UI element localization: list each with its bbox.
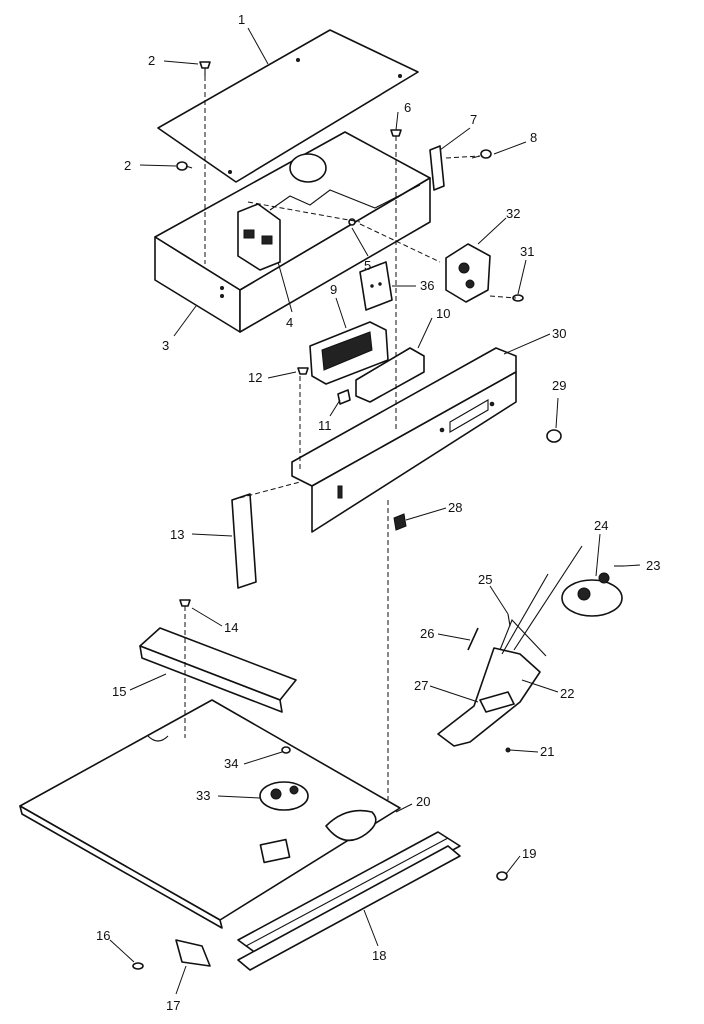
callout-33: 33: [196, 788, 210, 803]
part-29-knob: [546, 429, 562, 443]
callouts: 1 2 2 3 4 5 6 7 8 9 36 10 11 12 13 14 15…: [96, 12, 660, 1013]
callout-32: 32: [506, 206, 520, 221]
callout-11: 11: [318, 418, 332, 433]
callout-1: 1: [238, 12, 245, 27]
part-34-screw: [281, 746, 291, 754]
part-33-motor: [259, 781, 309, 811]
callout-21: 21: [540, 744, 554, 759]
leader-lines: [109, 27, 641, 995]
callout-2-side: 2: [124, 158, 131, 173]
part-20-bottom-panel: [19, 699, 401, 929]
callout-36: 36: [420, 278, 434, 293]
part-27-latch-arm: [479, 691, 515, 713]
callout-25: 25: [478, 572, 492, 587]
part-22-latch-bracket: [437, 545, 583, 747]
callout-6: 6: [404, 100, 411, 115]
callout-3: 3: [162, 338, 169, 353]
part-30-control-panel: [291, 347, 517, 533]
callout-20: 20: [416, 794, 430, 809]
callout-7: 7: [470, 112, 477, 127]
part-3-control-housing: [154, 131, 431, 333]
part-5-clip: [348, 218, 356, 226]
part-36-plate: [359, 261, 393, 311]
part-28-clip: [393, 513, 407, 531]
part-1-top-cover: [157, 29, 419, 183]
callout-14: 14: [224, 620, 238, 635]
part-11-clip: [337, 389, 351, 405]
callout-10: 10: [436, 306, 450, 321]
callout-34: 34: [224, 756, 238, 771]
callout-5: 5: [364, 258, 371, 273]
callout-23: 23: [646, 558, 660, 573]
part-9-display-module: [309, 321, 389, 385]
callout-29: 29: [552, 378, 566, 393]
callout-31: 31: [520, 244, 534, 259]
part-26-spring: [467, 627, 479, 651]
callout-22: 22: [560, 686, 574, 701]
part-2-screw-top: [199, 61, 211, 76]
callout-27: 27: [414, 678, 428, 693]
callout-8: 8: [530, 130, 537, 145]
part-7-bracket: [429, 145, 445, 191]
part-17-bracket: [175, 939, 211, 967]
part-8-screw: [471, 149, 492, 159]
part-14-screw: [179, 599, 191, 607]
callout-9: 9: [330, 282, 337, 297]
callout-12: 12: [248, 370, 262, 385]
callout-18: 18: [372, 948, 386, 963]
part-19-screw: [496, 871, 508, 881]
part-6-screw: [390, 129, 402, 137]
callout-13: 13: [170, 527, 184, 542]
part-2-screw-side: [176, 161, 193, 171]
part-12-screw: [297, 367, 309, 375]
callout-15: 15: [112, 684, 126, 699]
callout-19: 19: [522, 846, 536, 861]
callout-16: 16: [96, 928, 110, 943]
part-25-screw: [507, 613, 511, 627]
part-31-screw: [512, 294, 524, 302]
part-10-bracket: [355, 347, 425, 403]
callout-17: 17: [166, 998, 180, 1013]
callout-2-top: 2: [148, 53, 155, 68]
callout-26: 26: [420, 626, 434, 641]
assembly-lines: [184, 76, 517, 800]
callout-24: 24: [594, 518, 608, 533]
callout-30: 30: [552, 326, 566, 341]
part-21-screw: [505, 747, 511, 753]
callout-4: 4: [286, 315, 293, 330]
part-32-receptacle: [445, 243, 491, 303]
part-18-trim-rail: [237, 831, 461, 971]
part-24-motor: [561, 572, 623, 617]
part-13-end-cap: [231, 493, 257, 589]
callout-28: 28: [448, 500, 462, 515]
part-16-screw: [132, 962, 144, 970]
part-15-rail: [139, 627, 297, 713]
